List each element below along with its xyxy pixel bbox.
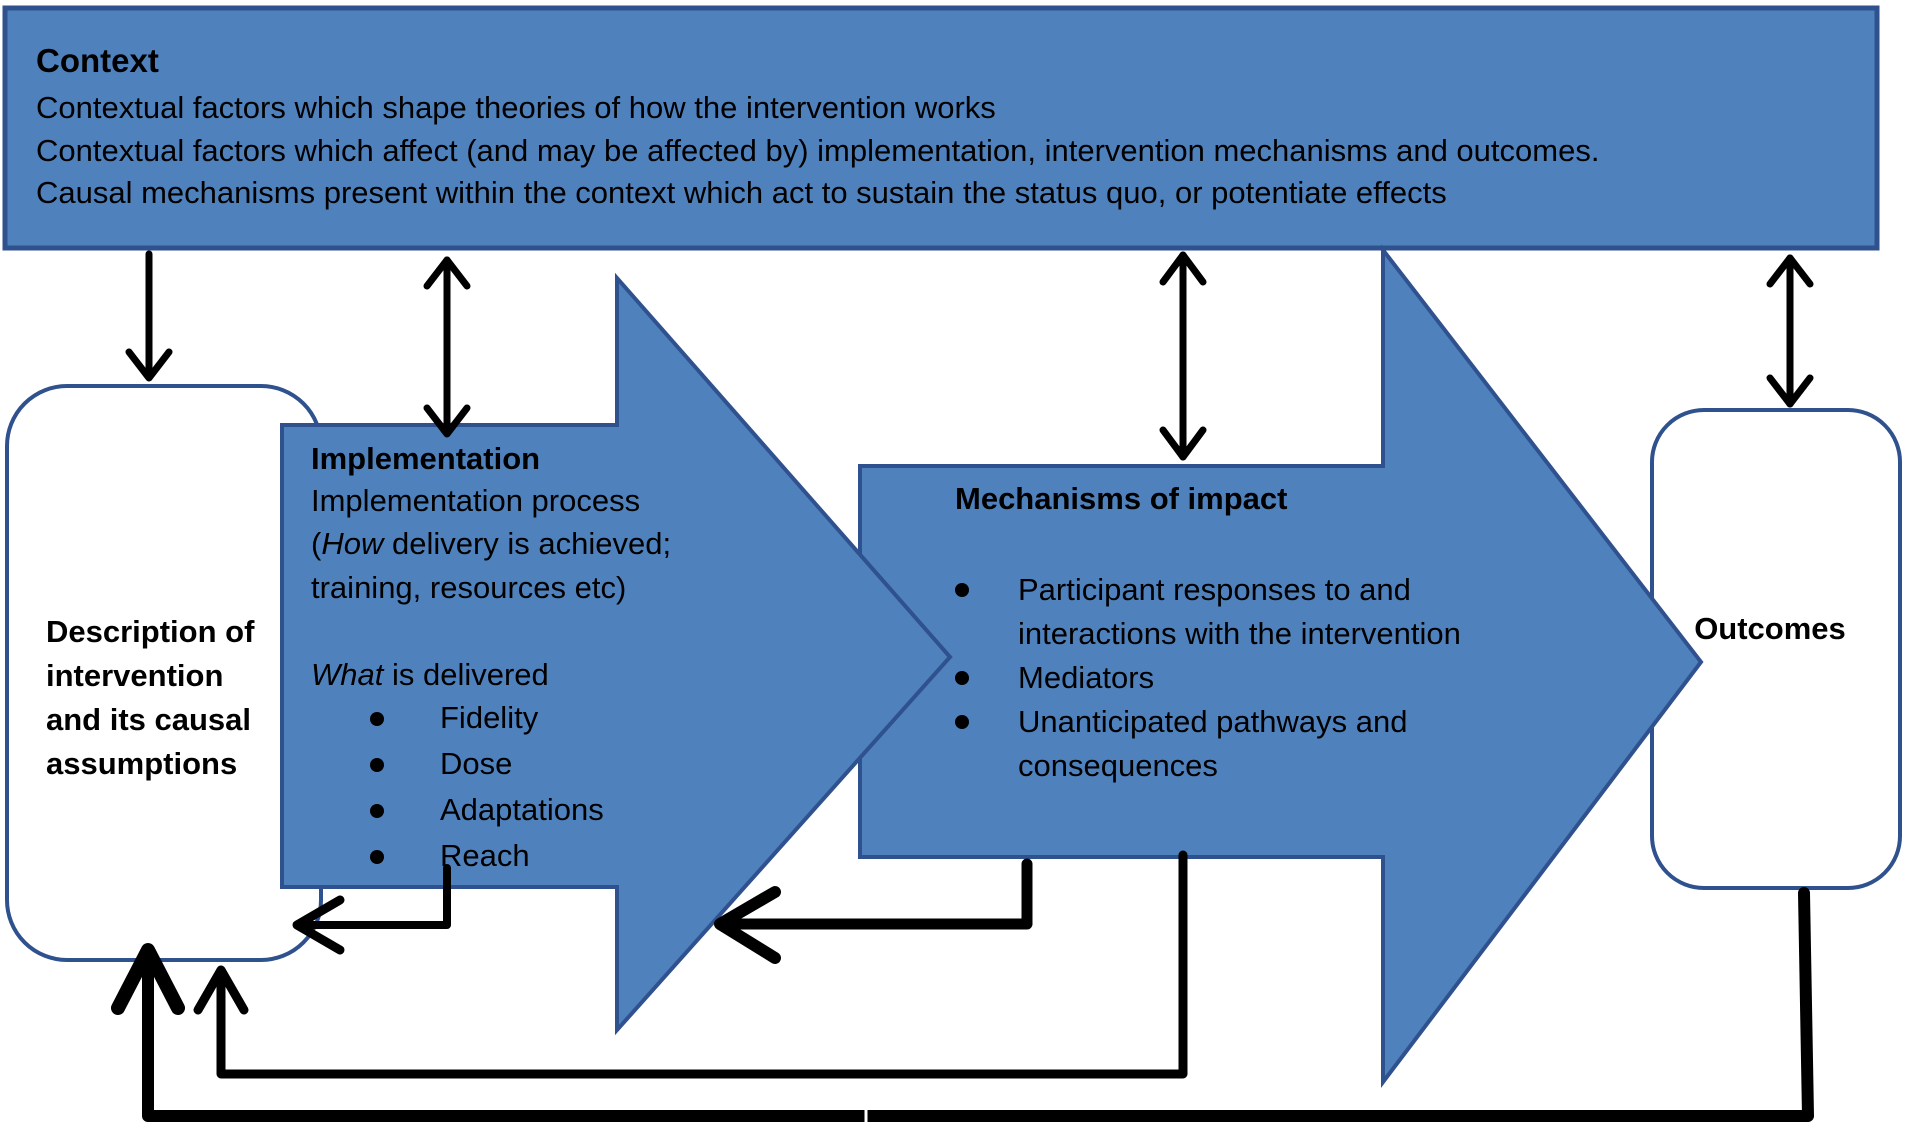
arrow-context-outcomes: [1766, 254, 1814, 408]
implementation-title: Implementation: [311, 441, 541, 476]
bullet: [370, 758, 384, 772]
implementation-item-label: Dose: [440, 746, 513, 781]
bullet: [370, 712, 384, 726]
how-rest: delivery is achieved;: [383, 526, 672, 561]
bullet: [955, 671, 969, 685]
arrow-context-mechanisms: [1159, 251, 1207, 461]
implementation-item-label: Adaptations: [440, 792, 604, 827]
implementation-item-label: Reach: [440, 838, 530, 873]
arrow-mechanisms-to-description: [193, 850, 1188, 1079]
bullet: [370, 804, 384, 818]
bullet: [955, 583, 969, 597]
implementation-list: Fidelity Dose Adaptations Reach: [370, 700, 604, 884]
description-label: Description of intervention and its caus…: [46, 614, 255, 781]
arrow-context-to-description: [125, 250, 173, 382]
context-box: [2, 5, 1880, 251]
arrow-context-implementation: [423, 256, 471, 438]
implementation-item-adaptations: Adaptations: [370, 792, 604, 838]
arrow-outcomes-to-description: [111, 887, 1814, 1122]
how-word: How: [321, 526, 384, 561]
arrow-implementation-to-description: [292, 864, 451, 955]
mechanisms-title: Mechanisms of impact: [955, 481, 1288, 516]
implementation-how-line: (How delivery is achieved;: [311, 526, 672, 561]
bullet: [370, 850, 384, 864]
mechanisms-item-line: Participant responses to and: [1018, 572, 1411, 607]
implementation-item-dose: Dose: [370, 746, 604, 792]
context-line-theories: Contextual factors which shape theories …: [36, 90, 996, 125]
mechanisms-item-line: Mediators: [1018, 660, 1155, 695]
mechanisms-item-line: interactions with the intervention: [1018, 616, 1461, 651]
implementation-process-line: Implementation process: [311, 483, 641, 518]
bullet: [955, 715, 969, 729]
mechanisms-list: Participant responses to and interaction…: [955, 568, 1461, 788]
arrow-mechanisms-to-implementation: [714, 858, 1033, 964]
outcomes-label: Outcomes: [1694, 611, 1846, 646]
mechanisms-item-line: Unanticipated pathways and: [1018, 704, 1408, 739]
mechanisms-arrow: [858, 244, 1704, 1088]
mechanisms-item-line: consequences: [1018, 748, 1218, 783]
context-line-affect: Contextual factors which affect (and may…: [36, 133, 1600, 168]
context-title: Context: [36, 42, 159, 79]
implementation-item-label: Fidelity: [440, 700, 539, 735]
context-line-causal: Causal mechanisms present within the con…: [36, 175, 1447, 210]
what-rest: is delivered: [383, 657, 549, 692]
implementation-item-fidelity: Fidelity: [370, 700, 604, 746]
implementation-training-line: training, resources etc): [311, 570, 627, 605]
mechanisms-item-mediators: Mediators: [955, 656, 1461, 700]
implementation-arrow: [280, 272, 953, 1036]
mechanisms-item-unanticipated: Unanticipated pathways and consequences: [955, 700, 1461, 788]
what-word: What: [311, 657, 384, 692]
mechanisms-item-participant-responses: Participant responses to and interaction…: [955, 568, 1461, 656]
implementation-what-line: What is delivered: [311, 657, 549, 693]
implementation-item-reach: Reach: [370, 838, 604, 884]
